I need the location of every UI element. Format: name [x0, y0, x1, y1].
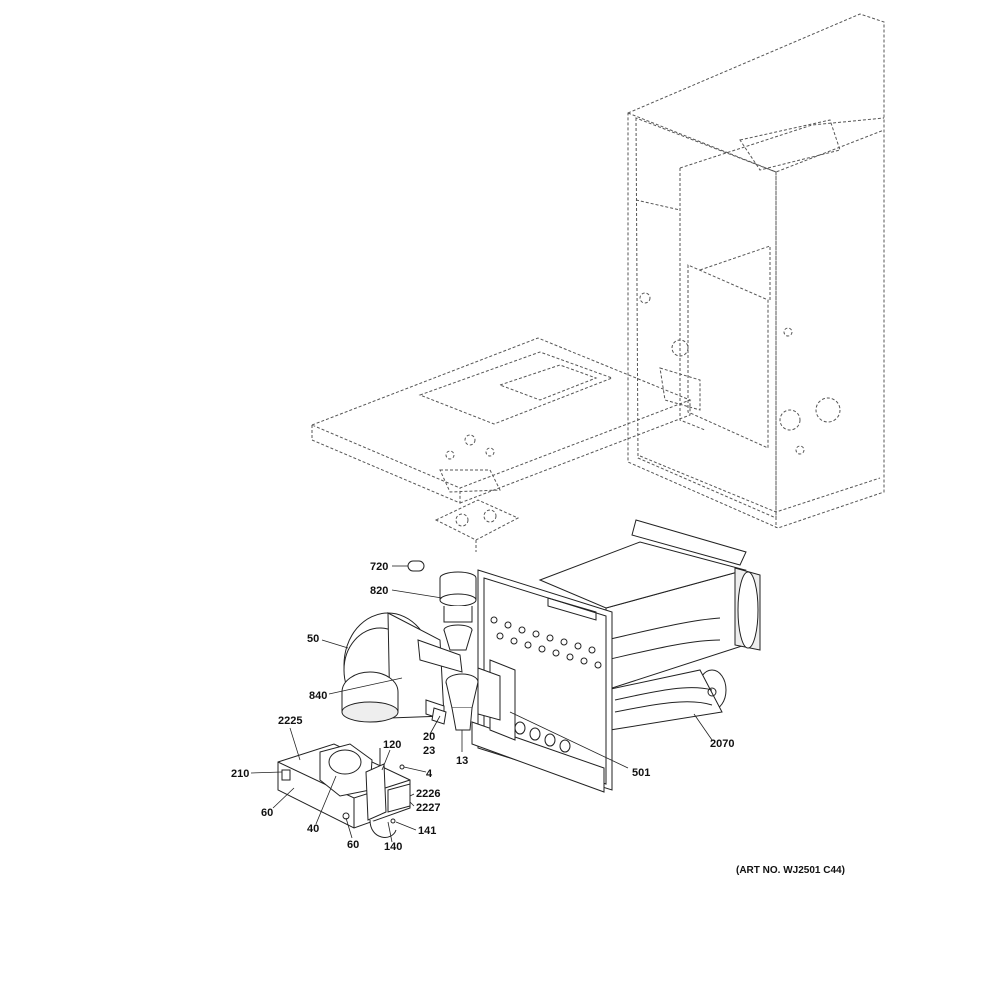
callout-50: 50: [307, 633, 319, 645]
callout-2226: 2226: [416, 788, 440, 800]
front-panel: [471, 569, 613, 793]
part-720-plug: [407, 560, 425, 572]
callout-2070: 2070: [710, 738, 734, 750]
callout-60-left: 60: [261, 807, 273, 819]
callout-4: 4: [426, 768, 433, 780]
callout-23: 23: [423, 745, 435, 757]
gas-valve-assembly: [431, 667, 501, 731]
art-number: (ART NO. WJ2501 C44): [736, 865, 845, 876]
front-panel-ports: [514, 721, 571, 753]
callout-2225: 2225: [278, 715, 302, 727]
callout-13: 13: [456, 755, 468, 767]
callout-20: 20: [423, 731, 435, 743]
callout-140: 140: [384, 841, 402, 853]
callout-210: 210: [231, 768, 249, 780]
burner-orifice-holes: [490, 616, 602, 669]
leader-lines: [250, 565, 713, 843]
collar-stack: [407, 560, 477, 651]
callout-labels: 720 820 50 840 2225 120 20 23 13 4 210 6…: [231, 561, 845, 876]
callout-720: 720: [370, 561, 388, 573]
callout-2227: 2227: [416, 802, 440, 814]
blower-motor: [341, 612, 463, 723]
base-plate: [310, 337, 701, 504]
callout-40: 40: [307, 823, 319, 835]
callout-141: 141: [418, 825, 436, 837]
callout-60-bottom: 60: [347, 839, 359, 851]
gasket-bracket: [434, 499, 520, 552]
burner-manifold: [277, 743, 411, 838]
callout-820: 820: [370, 585, 388, 597]
cabinet-housing: [627, 13, 885, 529]
callout-501: 501: [632, 767, 650, 779]
heat-exchanger: [538, 519, 761, 731]
callout-120: 120: [383, 739, 401, 751]
callout-840: 840: [309, 690, 327, 702]
